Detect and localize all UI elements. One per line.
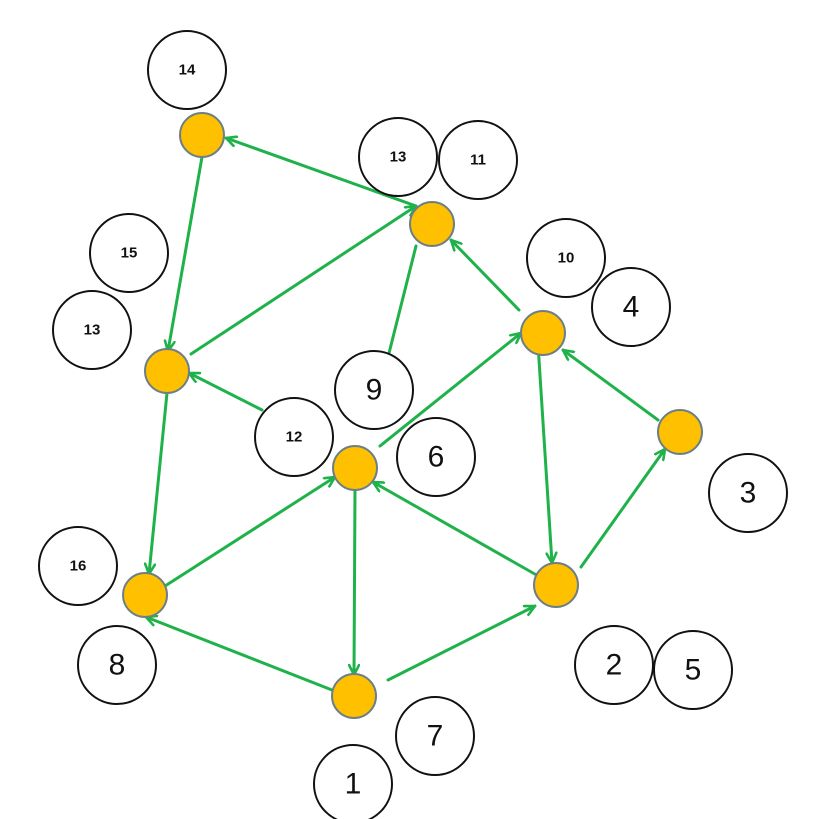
badge-label: 6 [428,441,445,474]
badge-circle [574,625,654,705]
badge-circle [653,630,733,710]
badge-circle [254,397,334,477]
number-badge: 7 [395,696,475,776]
edge-arrow-n6-n7 [536,342,552,565]
number-badge: 5 [653,630,733,710]
graph-node [657,409,703,455]
badge-label: 16 [70,558,87,575]
graph-node [122,572,168,618]
edge-arrow-n3-n6 [383,244,418,371]
badge-label: 5 [685,654,702,687]
badge-circle [358,117,438,197]
badge-label: 1 [345,768,362,801]
badge-label: 13 [390,149,407,166]
badge-label: 9 [366,374,383,407]
edge-arrow-n11-n9 [168,155,204,353]
number-badge: 14 [147,30,227,110]
number-badge: 6 [396,417,476,497]
badge-circle [708,453,788,533]
edge-arrow-n11-n8 [163,475,337,588]
badge-label: 13 [84,322,101,339]
number-badge: 11 [438,120,518,200]
number-badge: 15 [89,213,169,293]
number-badge: 2 [574,625,654,705]
number-badge: 13 [52,290,132,370]
badge-circle [395,696,475,776]
badge-label: 12 [286,429,303,446]
number-badge: 3 [708,453,788,533]
number-badge: 16 [38,526,118,606]
badge-circle [526,218,606,298]
graph-node [179,112,225,158]
edges-layer [144,138,667,692]
badge-label: 7 [427,720,444,753]
number-badge: 12 [254,397,334,477]
edge-arrow-n6-n5 [371,480,542,579]
edge-arrow-n5-n9 [378,331,523,448]
number-badge: 4 [591,267,671,347]
badge-circle [38,526,118,606]
graph-node [144,348,190,394]
number-badge: 13 [358,117,438,197]
number-badge: 10 [526,218,606,298]
graph-node [331,673,377,719]
badge-circle [77,625,157,705]
edge-arrow-n11-n10 [354,485,355,677]
badge-circle [147,30,227,110]
edge-arrow-n7-n9 [579,447,667,569]
number-badge: 1 [313,744,393,819]
badge-label: 8 [109,649,126,682]
edge-arrow-n4-n3 [449,238,521,312]
badge-circle [591,267,671,347]
edge-arrow-n2-n1 [224,138,418,208]
graph-node [533,562,579,608]
edge-arrow-n5-n3 [386,604,537,682]
badge-label: 10 [558,250,575,267]
badge-circle [313,744,393,819]
badge-label: 2 [606,649,623,682]
badge-circle [89,213,169,293]
edge-arrow-n6-n11 [149,391,169,576]
badge-label: 15 [121,245,138,262]
badge-circle [396,417,476,497]
graph-node [409,201,455,247]
badge-label: 11 [470,152,486,169]
nodes-layer [122,112,703,719]
badge-label: 3 [740,477,757,510]
edge-arrow-n2-n4 [189,204,418,356]
edge-arrow-n10-n7 [187,371,264,412]
graph-node [520,310,566,356]
badge-circle [52,290,132,370]
graph-node [332,445,378,491]
badges-layer: 14 13 11 10 4 15 13 9 12 6 3 16 8 2 5 7 1 [38,30,788,819]
number-badge: 9 [334,350,414,430]
number-badge: 8 [77,625,157,705]
edge-arrow-n5-n8 [144,617,334,692]
badge-circle [334,350,414,430]
badge-circle [438,120,518,200]
badge-label: 4 [623,291,640,324]
badge-label: 14 [179,62,196,79]
edge-arrow-n4-n6 [561,348,660,422]
